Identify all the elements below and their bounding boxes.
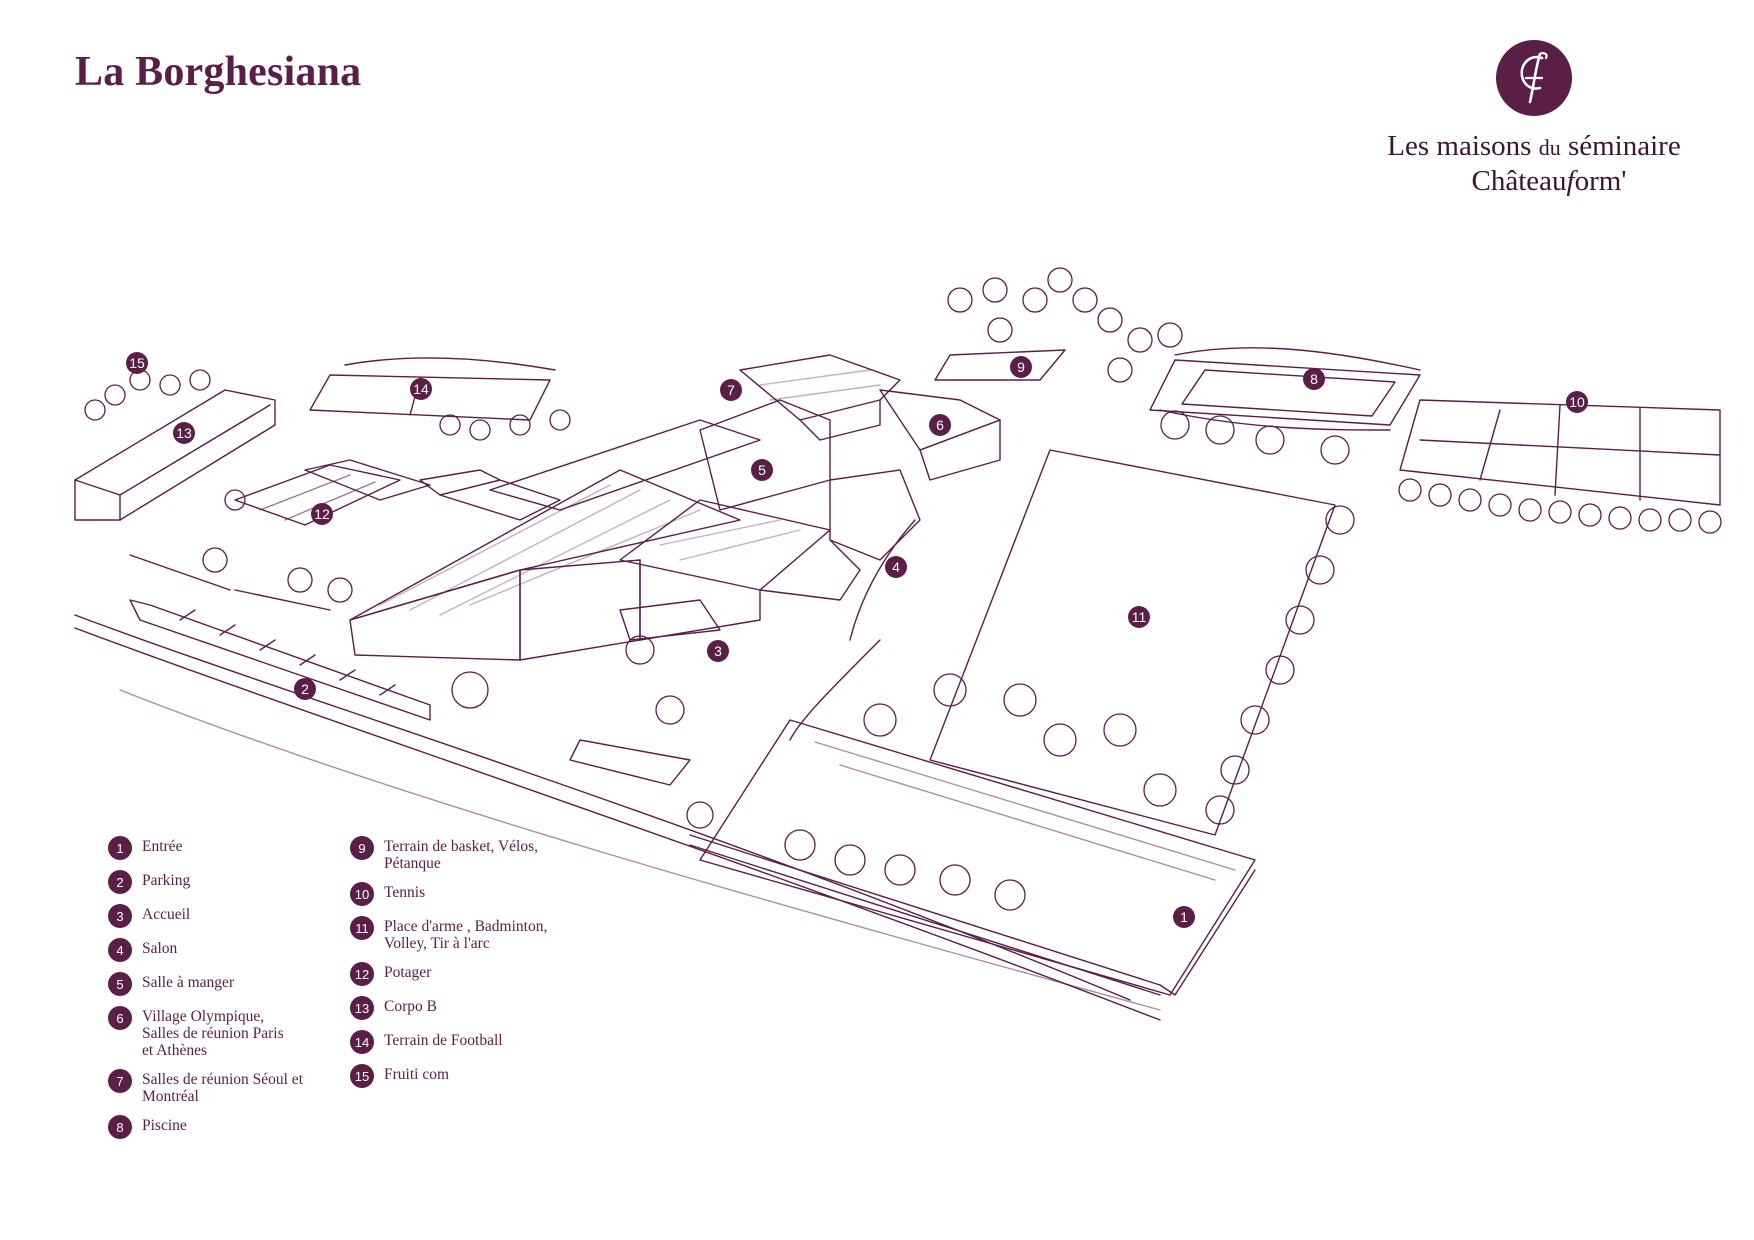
legend-label: Entrée bbox=[142, 838, 183, 855]
svg-text:7: 7 bbox=[727, 382, 735, 398]
legend-item: 15 Fruiti com bbox=[350, 1064, 590, 1088]
legend-label: Accueil bbox=[142, 906, 191, 923]
tree-row-left bbox=[84, 369, 685, 725]
marker-13: 13 bbox=[173, 422, 195, 444]
marker-2: 2 bbox=[294, 678, 316, 700]
legend-item: 12 Potager bbox=[350, 962, 590, 986]
svg-text:6: 6 bbox=[936, 417, 944, 433]
legend-number: 8 bbox=[108, 1115, 132, 1139]
svg-text:10: 10 bbox=[1569, 394, 1585, 410]
legend-label: Terrain de basket, Vélos, Pétanque bbox=[384, 838, 539, 872]
svg-text:15: 15 bbox=[129, 355, 145, 371]
legend-label: Terrain de Football bbox=[384, 1032, 503, 1049]
marker-5: 5 bbox=[751, 459, 773, 481]
legend-item: 1 Entrée bbox=[108, 836, 338, 860]
svg-text:13: 13 bbox=[176, 425, 192, 441]
legend-label: Parking bbox=[142, 872, 191, 889]
legend-item: 10 Tennis bbox=[350, 882, 590, 906]
legend-item: 3 Accueil bbox=[108, 904, 338, 928]
map-markers: 1 2 3 4 5 6 7 8 9 10 11 12 13 14 15 bbox=[126, 352, 1588, 928]
legend-number: 10 bbox=[350, 882, 374, 906]
legend-number: 12 bbox=[350, 962, 374, 986]
svg-text:8: 8 bbox=[1310, 371, 1318, 387]
legend-number: 7 bbox=[108, 1069, 132, 1093]
marker-15: 15 bbox=[126, 352, 148, 374]
marker-10: 10 bbox=[1566, 391, 1588, 413]
tree-row-top bbox=[947, 267, 1183, 383]
legend-item: 11 Place d'arme , Badminton, Volley, Tir … bbox=[350, 916, 590, 952]
legend-item: 14 Terrain de Football bbox=[350, 1030, 590, 1054]
svg-text:5: 5 bbox=[758, 462, 766, 478]
legend-item: 13 Corpo B bbox=[350, 996, 590, 1020]
svg-text:1: 1 bbox=[1180, 909, 1188, 925]
tree-row-field bbox=[863, 673, 1235, 825]
legend-item: 7 Salles de réunion Séoul et Montréal bbox=[108, 1069, 338, 1105]
legend-label: Village Olympique, Salles de réunion Par… bbox=[142, 1008, 284, 1059]
marker-6: 6 bbox=[929, 414, 951, 436]
marker-4: 4 bbox=[885, 556, 907, 578]
marker-9: 9 bbox=[1010, 356, 1032, 378]
legend-label: Salon bbox=[142, 940, 178, 957]
legend-label: Piscine bbox=[142, 1117, 187, 1134]
legend-column-left: 1 Entrée 2 Parking 3 Accueil 4 Salon 5 Salle … bbox=[108, 836, 338, 1151]
legend-number: 6 bbox=[108, 1006, 132, 1030]
marker-14: 14 bbox=[410, 378, 432, 400]
marker-3: 3 bbox=[707, 640, 729, 662]
svg-text:4: 4 bbox=[892, 559, 900, 575]
legend-label: Potager bbox=[384, 964, 432, 981]
svg-text:14: 14 bbox=[413, 381, 429, 397]
legend-item: 4 Salon bbox=[108, 938, 338, 962]
tree-row-right bbox=[1160, 410, 1355, 785]
marker-12: 12 bbox=[311, 503, 333, 525]
marker-7: 7 bbox=[720, 379, 742, 401]
legend-number: 14 bbox=[350, 1030, 374, 1054]
legend-number: 2 bbox=[108, 870, 132, 894]
svg-text:12: 12 bbox=[314, 506, 330, 522]
svg-text:11: 11 bbox=[1132, 609, 1147, 625]
legend-number: 11 bbox=[350, 916, 374, 940]
legend-number: 15 bbox=[350, 1064, 374, 1088]
legend-item: 6 Village Olympique, Salles de réunion Pa… bbox=[108, 1006, 338, 1059]
brand-name-line1: Les maisons du séminaire bbox=[1387, 130, 1681, 162]
brand-name-line2: Châteauform' bbox=[1471, 165, 1627, 197]
svg-text:3: 3 bbox=[714, 643, 722, 659]
legend-number: 3 bbox=[108, 904, 132, 928]
legend-label: Salle à manger bbox=[142, 974, 235, 991]
page-title: La Borghesiana bbox=[75, 49, 362, 95]
svg-text:2: 2 bbox=[301, 681, 309, 697]
legend-label: Corpo B bbox=[384, 998, 437, 1015]
legend-label: Fruiti com bbox=[384, 1066, 450, 1083]
tree-row-tennis bbox=[1398, 478, 1722, 534]
legend-number: 4 bbox=[108, 938, 132, 962]
legend-item: 2 Parking bbox=[108, 870, 338, 894]
legend-label: Tennis bbox=[384, 884, 426, 901]
legend-item: 9 Terrain de basket, Vélos, Pétanque bbox=[350, 836, 590, 872]
legend-number: 9 bbox=[350, 836, 374, 860]
cf-monogram-icon bbox=[1496, 40, 1572, 116]
svg-text:9: 9 bbox=[1017, 359, 1025, 375]
legend-number: 5 bbox=[108, 972, 132, 996]
legend-number: 1 bbox=[108, 836, 132, 860]
legend-label: Salles de réunion Séoul et Montréal bbox=[142, 1071, 303, 1105]
brand-logo: Les maisons du séminaire Châteauform' bbox=[1364, 40, 1704, 198]
legend-label: Place d'arme , Badminton, Volley, Tir à … bbox=[384, 918, 548, 952]
marker-1: 1 bbox=[1173, 906, 1195, 928]
legend-item: 8 Piscine bbox=[108, 1115, 338, 1139]
legend-item: 5 Salle à manger bbox=[108, 972, 338, 996]
marker-8: 8 bbox=[1303, 368, 1325, 390]
legend-number: 13 bbox=[350, 996, 374, 1020]
tree-row-road bbox=[686, 801, 1026, 911]
marker-11: 11 bbox=[1128, 606, 1150, 628]
